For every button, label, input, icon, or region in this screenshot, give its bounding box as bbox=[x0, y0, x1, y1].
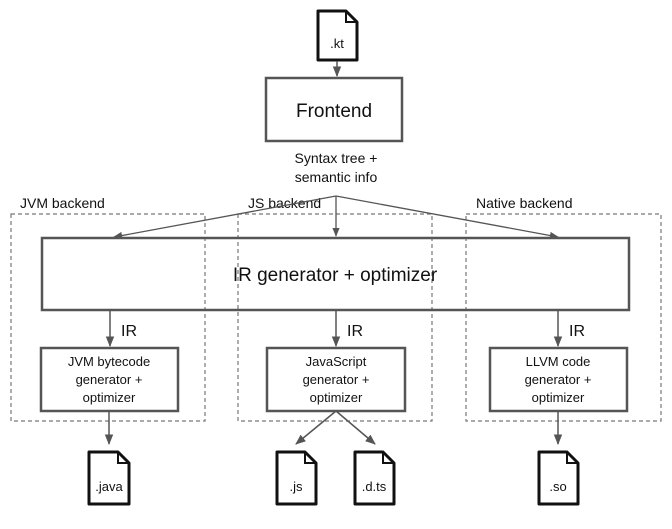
jvm-codegen-box bbox=[39, 346, 180, 413]
js-file-label: .js bbox=[290, 479, 304, 494]
java-file-icon: .java bbox=[87, 450, 131, 506]
js-backend-label: JS backend bbox=[248, 195, 321, 211]
js-codegen-line3: optimizer bbox=[310, 390, 363, 405]
js-backend-region bbox=[237, 213, 433, 422]
js-codegen-line1: JavaScript bbox=[306, 354, 367, 369]
ir-jvm-label: IR bbox=[121, 323, 137, 340]
ir-generator-label: IR generator + optimizer bbox=[233, 265, 438, 286]
dts-file-icon: .d.ts bbox=[353, 450, 396, 506]
native-codegen-line1: LLVM code bbox=[526, 354, 591, 369]
jvm-backend-region bbox=[10, 213, 206, 422]
syntax-to-jvm-arrow bbox=[113, 195, 337, 240]
js-codegen-line2: generator + bbox=[303, 372, 370, 387]
java-file-label: .java bbox=[95, 479, 123, 494]
native-codegen-box bbox=[488, 346, 629, 413]
ir-js-label: IR bbox=[347, 323, 363, 340]
js-codegen-box bbox=[265, 346, 407, 413]
native-codegen-line2: generator + bbox=[525, 372, 592, 387]
native-codegen-line3: optimizer bbox=[532, 390, 585, 405]
frontend-label: Frontend bbox=[296, 101, 372, 122]
so-file-icon: .so bbox=[537, 450, 580, 506]
frontend-box bbox=[264, 76, 404, 143]
native-backend-label: Native backend bbox=[476, 195, 573, 211]
ir-native-label: IR bbox=[569, 323, 585, 340]
syntax-tree-line1: Syntax tree + bbox=[295, 150, 378, 166]
js-to-dts-arrow bbox=[335, 410, 376, 445]
js-to-js-arrow bbox=[295, 410, 337, 445]
js-file-icon: .js bbox=[275, 450, 318, 506]
native-backend-region bbox=[465, 213, 662, 422]
jvm-codegen-line1: JVM bytecode bbox=[68, 354, 150, 369]
syntax-tree-line2: semantic info bbox=[295, 169, 378, 185]
jvm-codegen-line2: generator + bbox=[76, 372, 143, 387]
dts-file-label: .d.ts bbox=[362, 479, 387, 494]
syntax-to-native-arrow bbox=[335, 195, 559, 240]
kt-file-label: .kt bbox=[330, 36, 344, 51]
jvm-codegen-line3: optimizer bbox=[83, 390, 136, 405]
kt-file-icon: .kt bbox=[316, 9, 359, 62]
so-file-label: .so bbox=[549, 479, 566, 494]
jvm-backend-label: JVM backend bbox=[20, 195, 105, 211]
